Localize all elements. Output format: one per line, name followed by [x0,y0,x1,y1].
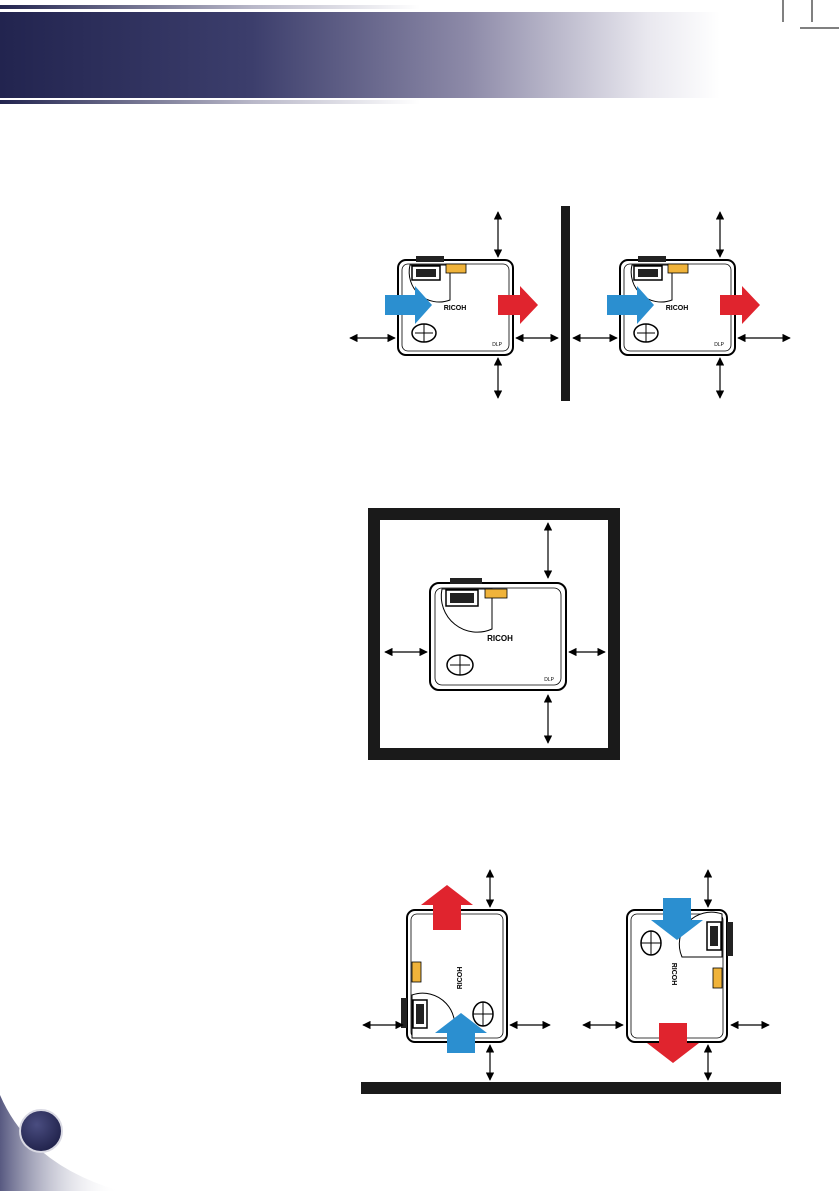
page-number-badge [20,1110,62,1152]
figure-enclosed-projector: RICOH DLP [365,505,630,765]
logo-text: RICOH [666,305,689,312]
crop-marks [0,0,839,40]
page-corner-decoration [0,1080,120,1191]
wall [561,206,570,401]
logo-text: RICOH [670,963,677,986]
figure-vertical-projectors-floor: RICOH RICOH [355,865,785,1100]
figure-side-by-side-with-wall: RICOH DLP RICOH DLP [340,200,800,410]
svg-text:DLP: DLP [492,342,502,348]
svg-text:DLP: DLP [714,342,724,348]
logo-text: RICOH [487,634,513,643]
logo-text: RICOH [444,305,467,312]
projector-center: RICOH DLP [430,578,566,690]
logo-text: RICOH [457,967,464,990]
svg-text:DLP: DLP [544,677,554,683]
floor [361,1082,781,1094]
control-panel-icon [446,264,466,273]
